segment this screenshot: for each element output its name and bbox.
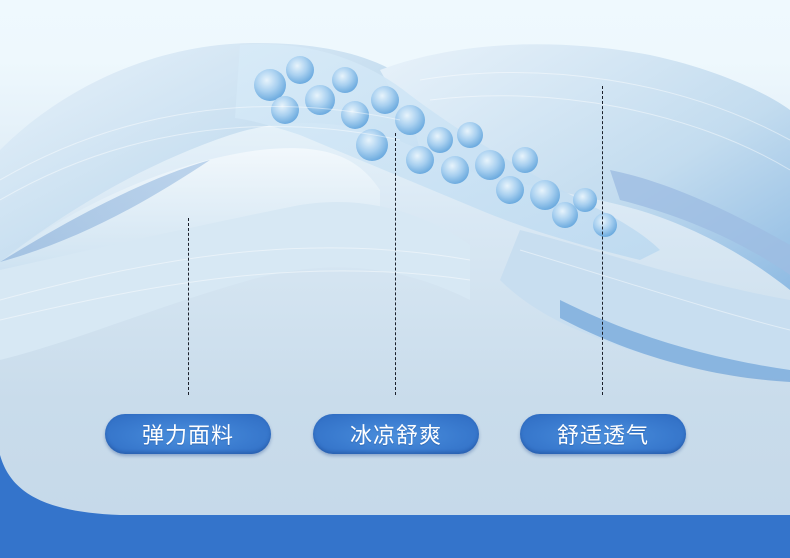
- feature-pill-cool-comfort[interactable]: 冰凉舒爽: [313, 414, 479, 454]
- feature-label: 弹力面料: [141, 424, 234, 449]
- feature-pill-elastic-fabric[interactable]: 弹力面料: [105, 414, 271, 454]
- callout-line-breathable: [602, 86, 603, 395]
- feature-label: 舒适透气: [556, 424, 649, 449]
- gel-beads: [254, 56, 617, 237]
- callout-line-elastic: [188, 218, 189, 395]
- callout-line-cooling: [395, 133, 396, 395]
- feature-pill-breathable[interactable]: 舒适透气: [520, 414, 686, 454]
- feature-label: 冰凉舒爽: [349, 424, 442, 449]
